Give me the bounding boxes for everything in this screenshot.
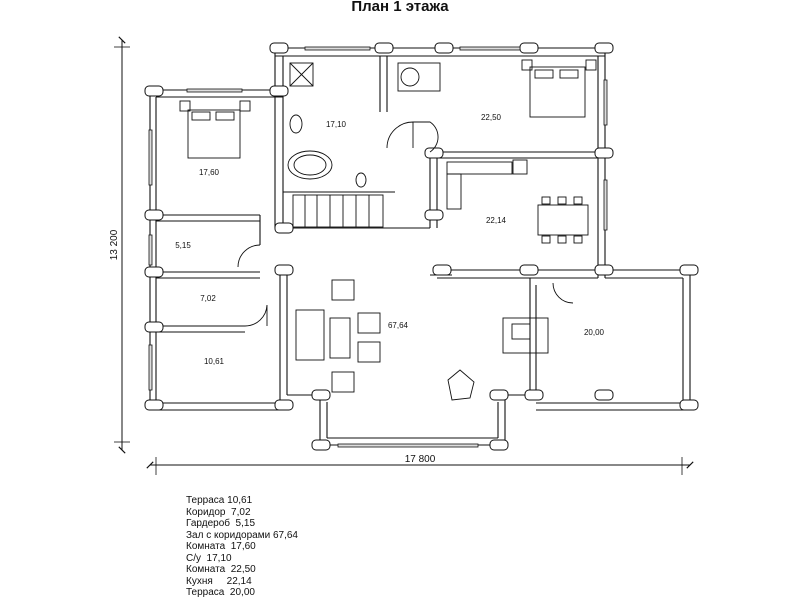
windows — [148, 46, 608, 448]
legend-item: Терраса 10,61 — [186, 495, 253, 506]
walls — [149, 47, 691, 446]
legend-item: Кухня 22,14 — [186, 575, 252, 587]
plan-title: План 1 этажа — [351, 0, 449, 15]
room-label-kitchen: 22,14 — [486, 216, 507, 225]
room-label-hall: 67,64 — [388, 321, 409, 330]
furniture — [179, 59, 597, 401]
room-label-corridor: 7,02 — [200, 294, 216, 303]
legend-item: Терраса 20,00 — [186, 587, 255, 598]
room-label-bedroom-w: 17,60 — [199, 168, 220, 177]
wall-corners — [144, 42, 699, 451]
legend-item: С/у 17,10 — [186, 552, 232, 564]
legend-item: Зал с коридорами 67,64 — [186, 529, 298, 541]
legend-item: Комната 17,60 — [186, 541, 256, 552]
room-label-terrace-w: 10,61 — [204, 357, 225, 366]
legend-item: Комната 22,50 — [186, 564, 256, 575]
room-labels: 17,10 22,50 17,60 22,14 5,15 7,02 67,64 … — [175, 113, 604, 366]
height-dimension: 13 200 — [109, 36, 130, 454]
room-label-wardrobe: 5,15 — [175, 241, 191, 250]
room-label-terrace-e: 20,00 — [584, 328, 605, 337]
legend-item: Гардероб 5,15 — [186, 518, 256, 529]
room-area-legend: Терраса 10,61 Коридор 7,02 Гардероб 5,15… — [186, 495, 298, 599]
room-label-wc: 17,10 — [326, 120, 347, 129]
legend-item: Коридор 7,02 — [186, 506, 251, 518]
doors — [237, 121, 574, 327]
width-label: 17 800 — [405, 454, 436, 465]
width-dimension: 17 800 — [146, 454, 694, 475]
height-label: 13 200 — [109, 229, 120, 260]
room-label-bedroom-ne: 22,50 — [481, 113, 502, 122]
